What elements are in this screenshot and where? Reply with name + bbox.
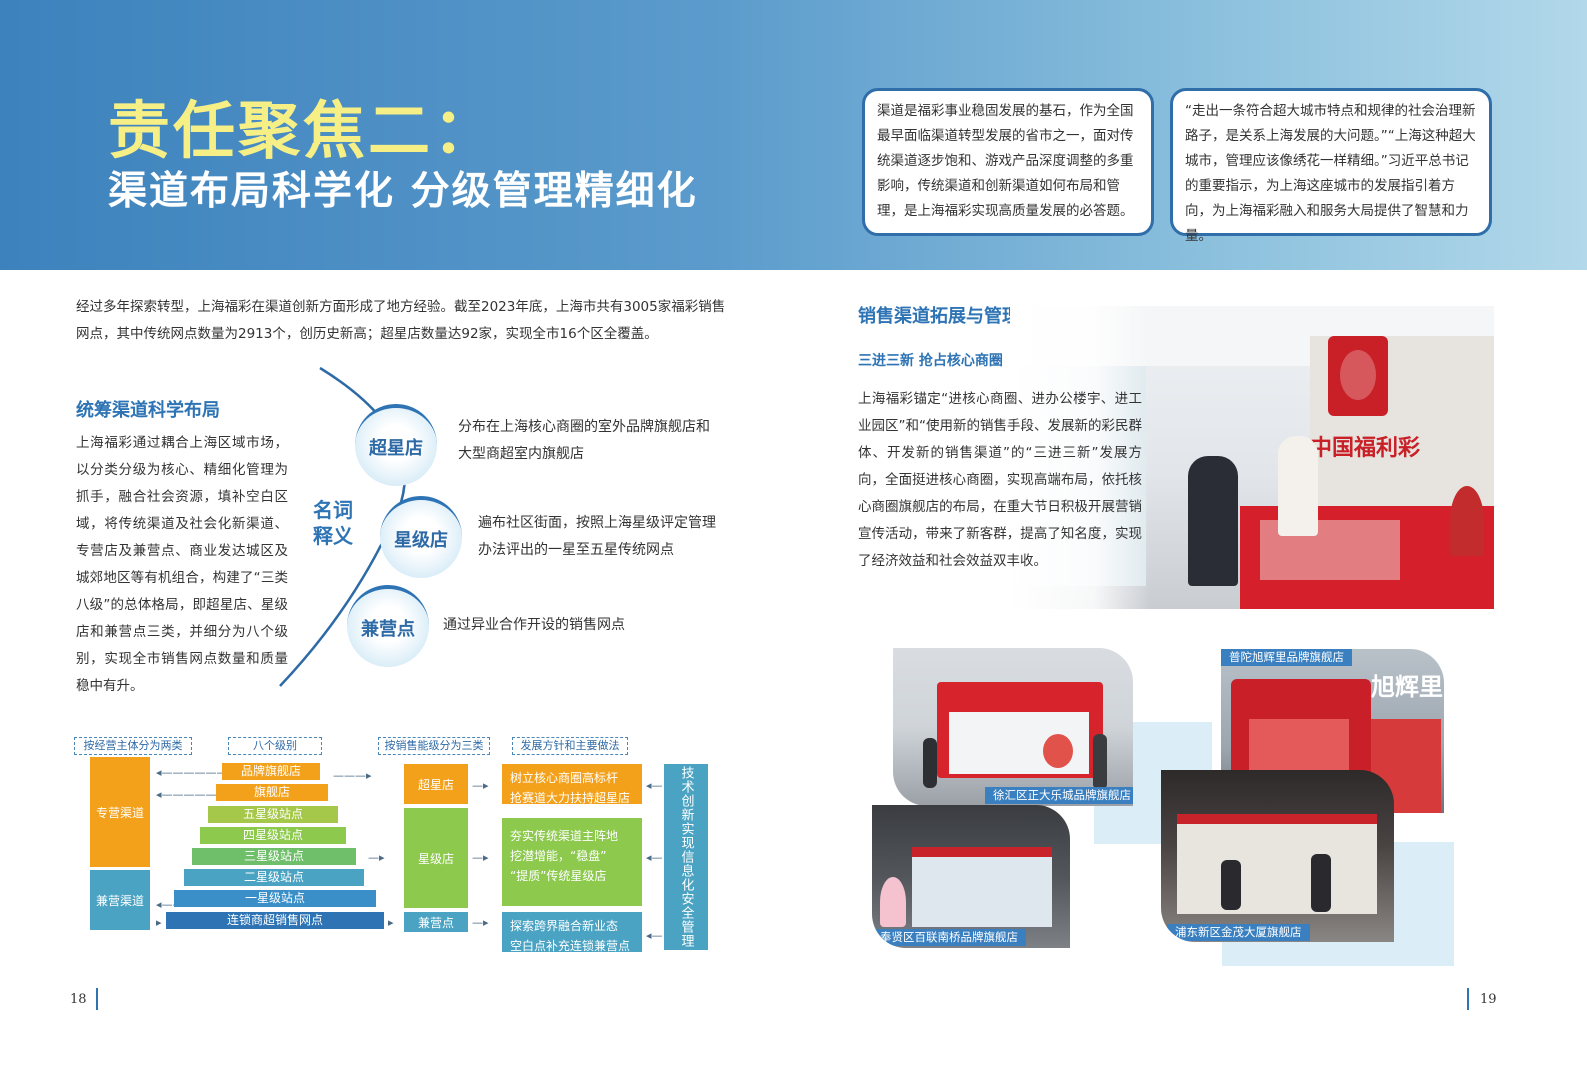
arrow-icon: ———▸	[333, 769, 372, 782]
action-line: 空白点补充连锁兼营点	[510, 939, 631, 953]
action-line: 夯实传统渠道主阵地	[510, 829, 619, 843]
operator-dedicated: 专营渠道	[90, 757, 150, 867]
arrow-icon: —▸	[472, 851, 489, 864]
section-body-layout: 上海福彩通过耦合上海区域市场，以分类分级为核心、精细化管理为抓手，融合社会资源，…	[76, 435, 288, 694]
page-number-right: 19	[1480, 992, 1497, 1007]
tier-chain-supermarket: 连锁商超销售网点	[166, 912, 384, 929]
store-photo-fengxian: 奉贤区百联南桥品牌旗舰店	[872, 805, 1070, 948]
section-heading-layout: 统筹渠道科学布局	[76, 400, 220, 421]
tier-brand-flagship: 品牌旗舰店	[222, 763, 320, 780]
class-partner: 兼营点	[404, 912, 468, 932]
action-box-star: 夯实传统渠道主阵地 挖潜增能，“稳盘” “提质”传统星级店	[502, 818, 642, 906]
arrow-icon: —▸	[472, 779, 489, 792]
photo-caption: 徐汇区正大乐城品牌旗舰店	[985, 787, 1133, 804]
action-line: 树立核心商圈高标杆	[510, 771, 619, 785]
arrow-icon: ◂———————	[156, 766, 239, 779]
arrow-icon: ▸	[388, 916, 394, 929]
term-desc-star: 遍布社区街面，按照上海星级评定管理办法评出的一星至五星传统网点	[478, 515, 716, 558]
store-photo-xuhui: 徐汇区正大乐城品牌旗舰店	[893, 648, 1133, 806]
arrow-icon: ◂—	[646, 929, 663, 942]
term-definition-label: 名词释义	[313, 498, 353, 548]
photo-caption: 普陀旭辉里品牌旗舰店	[1221, 649, 1352, 666]
tier-one-star: 一星级站点	[174, 890, 376, 907]
operator-partner: 兼营渠道	[90, 870, 150, 930]
term-circle-partner: 兼营点	[347, 585, 429, 667]
tier-three-star: 三星级站点	[192, 848, 356, 865]
action-box-superstar: 树立核心商圈高标杆 抢赛道大力扶持超星店	[502, 764, 642, 805]
tier-five-star: 五星级站点	[208, 806, 338, 823]
page-number-divider	[1467, 988, 1469, 1010]
diagram-label-actions: 发展方针和主要做法	[512, 737, 628, 755]
intro-paragraph: 经过多年探索转型，上海福彩在渠道创新方面形成了地方经验。截至2023年底，上海市…	[76, 299, 726, 342]
page-number-divider	[96, 988, 98, 1010]
term-desc-superstar: 分布在上海核心商圈的室外品牌旗舰店和大型商超室内旗舰店	[458, 419, 710, 462]
action-line: “提质”传统星级店	[510, 869, 607, 883]
section-subheading: 三进三新 抢占核心商圈	[858, 353, 1003, 369]
tier-two-star: 二星级站点	[184, 869, 364, 886]
tier-four-star: 四星级站点	[200, 827, 346, 844]
quote-box-right: “走出一条符合超大城市特点和规律的社会治理新路子，是关系上海发展的大问题。”“上…	[1170, 88, 1492, 244]
action-box-partner: 探索跨界融合新业态 空白点补充连锁兼营点	[502, 912, 642, 953]
quote-box-left: 渠道是福彩事业稳固发展的基石，作为全国最早面临渠道转型发展的省市之一，面对传统渠…	[862, 88, 1154, 236]
class-star: 星级店	[404, 808, 468, 908]
term-circle-superstar: 超星店	[355, 404, 437, 486]
section-heading-channels: 销售渠道拓展与管理	[858, 306, 1020, 327]
photo-caption: 奉贤区百联南桥品牌旗舰店	[872, 929, 1026, 946]
diagram-label-operator: 按经营主体分为两类	[74, 737, 192, 755]
action-line: 挖潜增能，“稳盘”	[510, 849, 607, 863]
arrow-icon: —▸	[368, 851, 385, 864]
class-superstar: 超星店	[404, 764, 468, 804]
action-line: 抢赛道大力扶持超星店	[510, 791, 631, 805]
section-body-channels: 上海福彩锚定“进核心商圈、进办公楼宇、进工业园区”和“使用新的销售手段、发展新的…	[858, 391, 1142, 569]
building-sign-text: 旭辉里	[1371, 673, 1443, 701]
page-subtitle: 渠道布局科学化 分级管理精细化	[108, 169, 698, 214]
page-title: 责任聚焦二：	[108, 94, 499, 167]
arrow-icon: ◂——————	[156, 788, 228, 801]
photo-fade	[1010, 306, 1150, 609]
tech-management-bar: 技术创新实现信息化安全管理	[664, 764, 708, 950]
arrow-icon: ◂—	[646, 851, 663, 864]
tier-flagship: 旗舰店	[216, 784, 328, 801]
arrow-icon: ◂—	[646, 779, 663, 792]
store-sign-text: 中国福利彩	[1310, 436, 1421, 461]
term-desc-partner: 通过异业合作开设的销售网点	[443, 617, 625, 633]
store-photo-pudong: 浦东新区金茂大厦旗舰店	[1161, 770, 1394, 942]
diagram-label-classes: 按销售能级分为三类	[378, 737, 490, 755]
arrow-icon: ▸	[156, 916, 162, 929]
term-circle-star: 星级店	[380, 496, 462, 578]
arrow-icon: —▸	[472, 916, 489, 929]
photo-caption: 浦东新区金茂大厦旗舰店	[1167, 924, 1310, 941]
page-number-left: 18	[70, 992, 87, 1007]
action-line: 探索跨界融合新业态	[510, 919, 619, 933]
diagram-label-levels: 八个级别	[228, 737, 322, 755]
